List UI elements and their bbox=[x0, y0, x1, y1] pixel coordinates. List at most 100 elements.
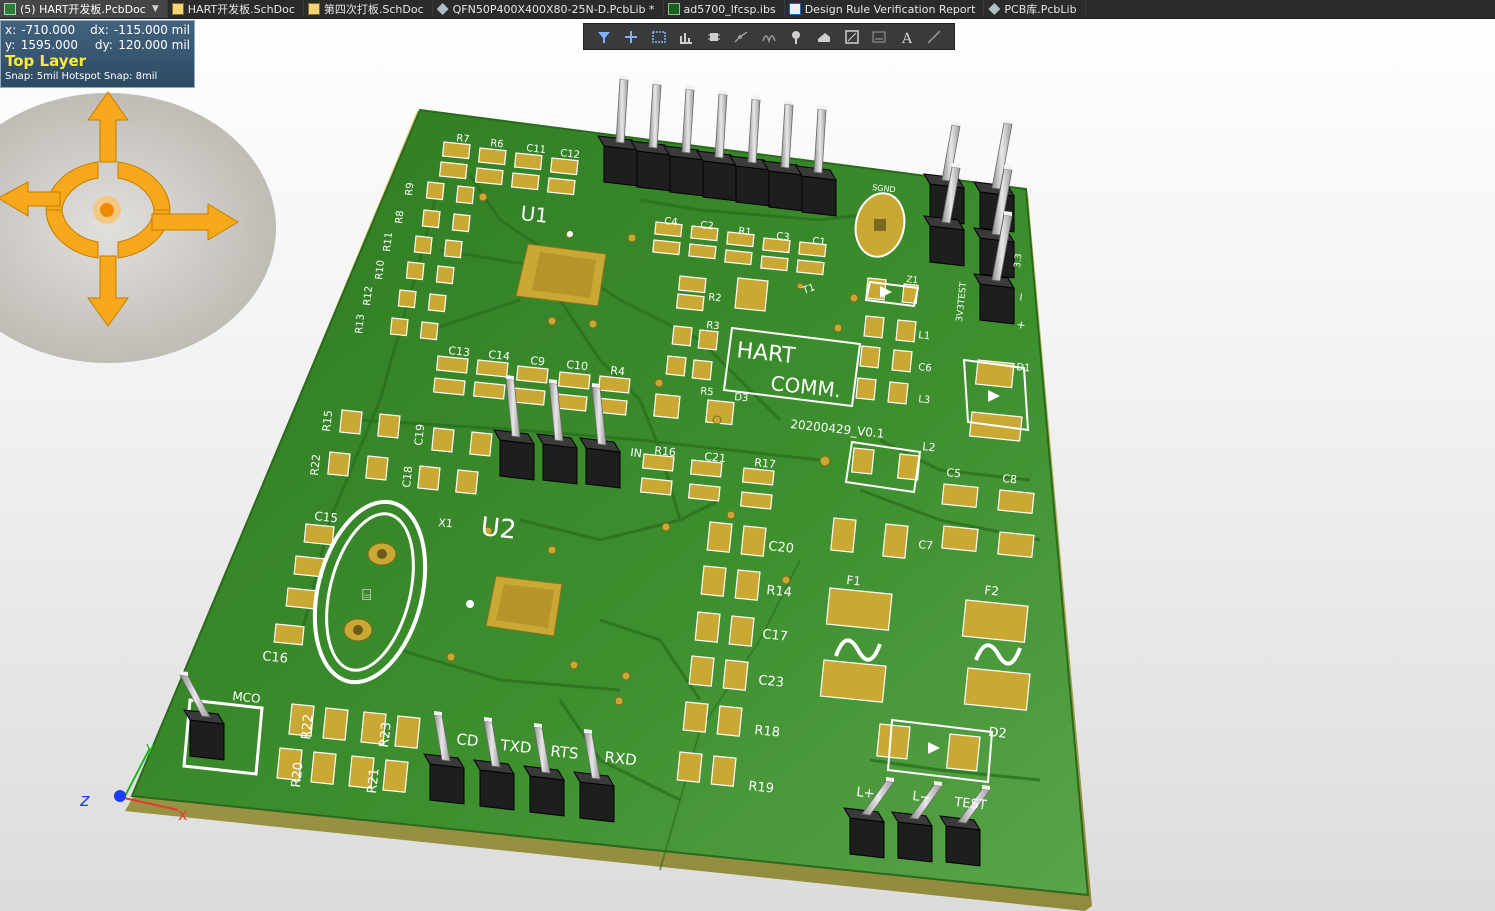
smd-pads bbox=[273, 141, 1035, 793]
smd-pad bbox=[443, 239, 463, 259]
silk-label: C2 bbox=[700, 220, 714, 232]
sch-icon bbox=[307, 3, 320, 15]
dimension-tool[interactable] bbox=[869, 27, 889, 47]
silk-label: C11 bbox=[526, 143, 547, 156]
arc-tool[interactable] bbox=[759, 27, 779, 47]
heads-up-display: x: -710.000 dx: -115.000 mil y: 1595.000… bbox=[0, 20, 195, 88]
tab-pcblib[interactable]: PCB库.PcbLib bbox=[984, 0, 1086, 18]
silk-label: R16 bbox=[654, 444, 677, 459]
pcb-active-bar: A bbox=[583, 23, 955, 50]
lib-icon bbox=[988, 3, 1001, 15]
smd-pad bbox=[435, 355, 469, 374]
silk-label: C5 bbox=[946, 466, 962, 480]
smd-pad bbox=[322, 707, 349, 741]
silk-label: X1 bbox=[438, 516, 454, 530]
header-left-3pin-in[interactable] bbox=[493, 375, 621, 489]
fill-icon bbox=[818, 32, 831, 42]
smd-pad bbox=[760, 255, 789, 272]
silk-label: R11 bbox=[382, 232, 395, 253]
smd-pad bbox=[273, 623, 305, 646]
ic-u1[interactable] bbox=[515, 231, 607, 307]
move-arrows-icon[interactable] bbox=[0, 91, 239, 327]
tab-schdoc-1[interactable]: HART开发板.SchDoc bbox=[168, 0, 304, 18]
smd-pad bbox=[728, 615, 755, 647]
smd-pad bbox=[671, 325, 693, 347]
ic-u2[interactable] bbox=[466, 575, 563, 637]
pin-tool[interactable] bbox=[786, 27, 806, 47]
smd-pad bbox=[597, 375, 631, 394]
tab-pcbdoc[interactable]: (5) HART开发板.PcbDoc ▼ bbox=[0, 0, 168, 18]
silk-label: L+ bbox=[856, 785, 876, 802]
smd-pad bbox=[451, 213, 471, 233]
tab-label: (5) HART开发板.PcbDoc bbox=[20, 3, 146, 16]
hud-dx-label: dx: bbox=[90, 23, 109, 37]
fuse-f1-silk bbox=[834, 638, 882, 662]
route-tool[interactable] bbox=[731, 27, 751, 47]
smd-pad bbox=[382, 759, 409, 793]
smd-pad bbox=[687, 483, 721, 502]
smd-pad bbox=[682, 701, 709, 733]
pin-headers[interactable] bbox=[179, 75, 1015, 867]
line-tool[interactable] bbox=[924, 27, 944, 47]
silk-label: Z1 bbox=[906, 275, 919, 286]
header-test-3pin[interactable] bbox=[843, 777, 991, 867]
region-icon bbox=[844, 29, 859, 44]
smd-pad bbox=[365, 455, 389, 481]
smd-pad bbox=[850, 447, 875, 475]
header-uart-4pin[interactable] bbox=[423, 711, 615, 823]
tab-label: HART开发板.SchDoc bbox=[187, 3, 295, 16]
smd-pad bbox=[734, 569, 761, 601]
component-tool[interactable] bbox=[704, 27, 724, 47]
region-tool[interactable] bbox=[842, 27, 862, 47]
tab-drc-report[interactable]: Design Rule Verification Report bbox=[785, 0, 985, 18]
header-right-b[interactable] bbox=[973, 119, 1015, 325]
smd-pad bbox=[303, 523, 335, 546]
crystal-x1[interactable]: ⌸ bbox=[297, 490, 442, 694]
smd-pad bbox=[887, 381, 909, 405]
select-rect-tool[interactable] bbox=[649, 27, 669, 47]
bar-chart-tool[interactable] bbox=[676, 27, 696, 47]
report-icon bbox=[788, 3, 801, 15]
smd-pad bbox=[997, 531, 1035, 559]
chevron-down-icon[interactable]: ▼ bbox=[151, 4, 159, 14]
hud-dx-value: -115.000 mil bbox=[113, 23, 191, 37]
smd-pad bbox=[863, 315, 885, 339]
tab-schdoc-2[interactable]: 第四次打板.SchDoc bbox=[304, 0, 433, 18]
silk-label: R5 bbox=[700, 386, 714, 398]
smd-pad bbox=[734, 277, 769, 312]
smd-pad bbox=[941, 525, 979, 553]
silk-label: T1 bbox=[800, 282, 816, 297]
silk-label: U1 bbox=[519, 201, 549, 228]
navigator-disc[interactable] bbox=[0, 93, 276, 363]
silk-label: − bbox=[1014, 292, 1028, 303]
fill-tool[interactable] bbox=[814, 27, 834, 47]
filter-tool[interactable] bbox=[594, 27, 614, 47]
silk-label: C13 bbox=[448, 344, 471, 359]
dimension-icon bbox=[872, 31, 886, 42]
tab-ibs[interactable]: ad5700_lfcsp.ibs bbox=[664, 0, 785, 18]
tab-pcblib-qfn[interactable]: QFN50P400X400X80-25N-D.PcbLib * bbox=[433, 0, 664, 18]
pcb-3d-view[interactable]: HART COMM. 20200429_V0.1 ⌸ R7R6C11C12R9R… bbox=[0, 19, 1495, 911]
text-tool[interactable]: A bbox=[897, 27, 917, 47]
smd-pad bbox=[896, 453, 921, 481]
smd-pad bbox=[690, 225, 719, 242]
silk-label: C3 bbox=[776, 231, 790, 243]
fuse-f2-silk bbox=[974, 643, 1022, 666]
add-tool[interactable] bbox=[621, 27, 641, 47]
smd-pad bbox=[796, 259, 825, 276]
smd-pad bbox=[510, 172, 540, 191]
silk-label: L− bbox=[912, 789, 932, 806]
ibs-icon bbox=[667, 3, 680, 15]
sgnd-pad[interactable] bbox=[850, 189, 910, 262]
header-mco-1pin[interactable] bbox=[179, 671, 225, 761]
view-navigator[interactable] bbox=[0, 91, 276, 363]
header-right-a[interactable] bbox=[923, 121, 965, 267]
smd-pad bbox=[435, 265, 455, 285]
smd-pad bbox=[513, 152, 543, 171]
smd-pad bbox=[557, 371, 591, 390]
smd-pad bbox=[285, 587, 317, 610]
axis-y-label: y bbox=[146, 740, 154, 756]
smd-pad bbox=[377, 413, 401, 439]
header-top-7pin[interactable] bbox=[597, 75, 837, 217]
silk-label: C10 bbox=[566, 358, 589, 373]
